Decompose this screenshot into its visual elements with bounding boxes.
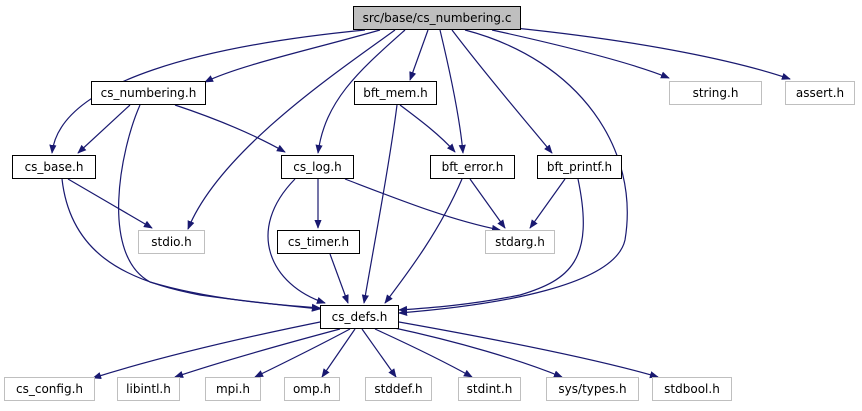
edge-bfterror-cs-defs xyxy=(384,178,463,304)
edge-root-cs-log xyxy=(315,29,406,154)
edge-cslog-stdarg xyxy=(344,178,501,232)
node-cs-base-h[interactable]: cs_base.h xyxy=(12,155,96,179)
edge-defs-cs-config xyxy=(92,319,331,379)
node-stddef-h[interactable]: stddef.h xyxy=(365,377,432,401)
edge-defs-omp xyxy=(321,328,356,378)
edge-root-string xyxy=(491,29,670,79)
edge-root-cs-defs xyxy=(398,29,628,316)
edge-timer-cs-defs xyxy=(329,253,349,304)
edge-root-bft-error xyxy=(439,29,466,154)
node-stdio-h[interactable]: stdio.h xyxy=(138,230,205,254)
edge-numbering-cs-base xyxy=(77,104,131,154)
edge-root-cs-base xyxy=(49,29,366,154)
edge-bftmem-cs-defs xyxy=(361,104,398,304)
node-cs-log-h[interactable]: cs_log.h xyxy=(281,155,354,179)
node-bft-printf-h[interactable]: bft_printf.h xyxy=(537,155,622,179)
edge-bftprintf-cs-defs xyxy=(398,178,584,314)
node-sys-types-h[interactable]: sys/types.h xyxy=(546,377,639,401)
node-stdarg-h[interactable]: stdarg.h xyxy=(485,230,555,254)
edge-root-bft-printf xyxy=(451,29,553,154)
edge-cslog-cs-defs xyxy=(267,178,326,304)
edge-defs-stdint xyxy=(374,328,473,378)
node-omp-h[interactable]: omp.h xyxy=(284,377,340,401)
edge-csbase-stdio xyxy=(67,178,153,229)
edge-defs-sys-types xyxy=(389,326,563,378)
node-libintl-h[interactable]: libintl.h xyxy=(117,377,180,401)
edge-root-bft-mem xyxy=(409,29,429,81)
edge-bftmem-bft-error xyxy=(399,104,456,153)
edge-defs-libintl xyxy=(174,328,341,378)
edge-bftprintf-stdarg xyxy=(529,178,566,229)
node-stdbool-h[interactable]: stdbool.h xyxy=(652,377,732,401)
edge-bfterror-stdarg xyxy=(469,178,506,229)
edge-defs-stddef xyxy=(361,328,397,378)
edge-root-assert xyxy=(514,27,791,80)
node-bft-error-h[interactable]: bft_error.h xyxy=(430,155,515,179)
edge-defs-mpi xyxy=(254,328,351,378)
node-cs-defs-h[interactable]: cs_defs.h xyxy=(320,305,399,329)
edge-numbering-cs-log xyxy=(174,104,286,153)
node-assert-h[interactable]: assert.h xyxy=(785,81,855,105)
edge-root-stdio xyxy=(187,29,396,230)
node-bft-mem-h[interactable]: bft_mem.h xyxy=(354,81,437,105)
node-stdint-h[interactable]: stdint.h xyxy=(458,377,521,401)
edge-defs-stdbool xyxy=(398,321,659,379)
node-cs-timer-h[interactable]: cs_timer.h xyxy=(277,230,360,254)
edge-csbase-cs-defs xyxy=(61,178,321,312)
node-string-h[interactable]: string.h xyxy=(669,81,762,105)
edge-numbering-cs-defs xyxy=(118,104,321,311)
node-cs-config-h[interactable]: cs_config.h xyxy=(4,377,95,401)
edge-root-cs-numbering xyxy=(204,29,381,83)
node-cs-numbering-h[interactable]: cs_numbering.h xyxy=(91,81,206,105)
node-mpi-h[interactable]: mpi.h xyxy=(205,377,261,401)
node-root-file[interactable]: src/base/cs_numbering.c xyxy=(353,6,521,30)
